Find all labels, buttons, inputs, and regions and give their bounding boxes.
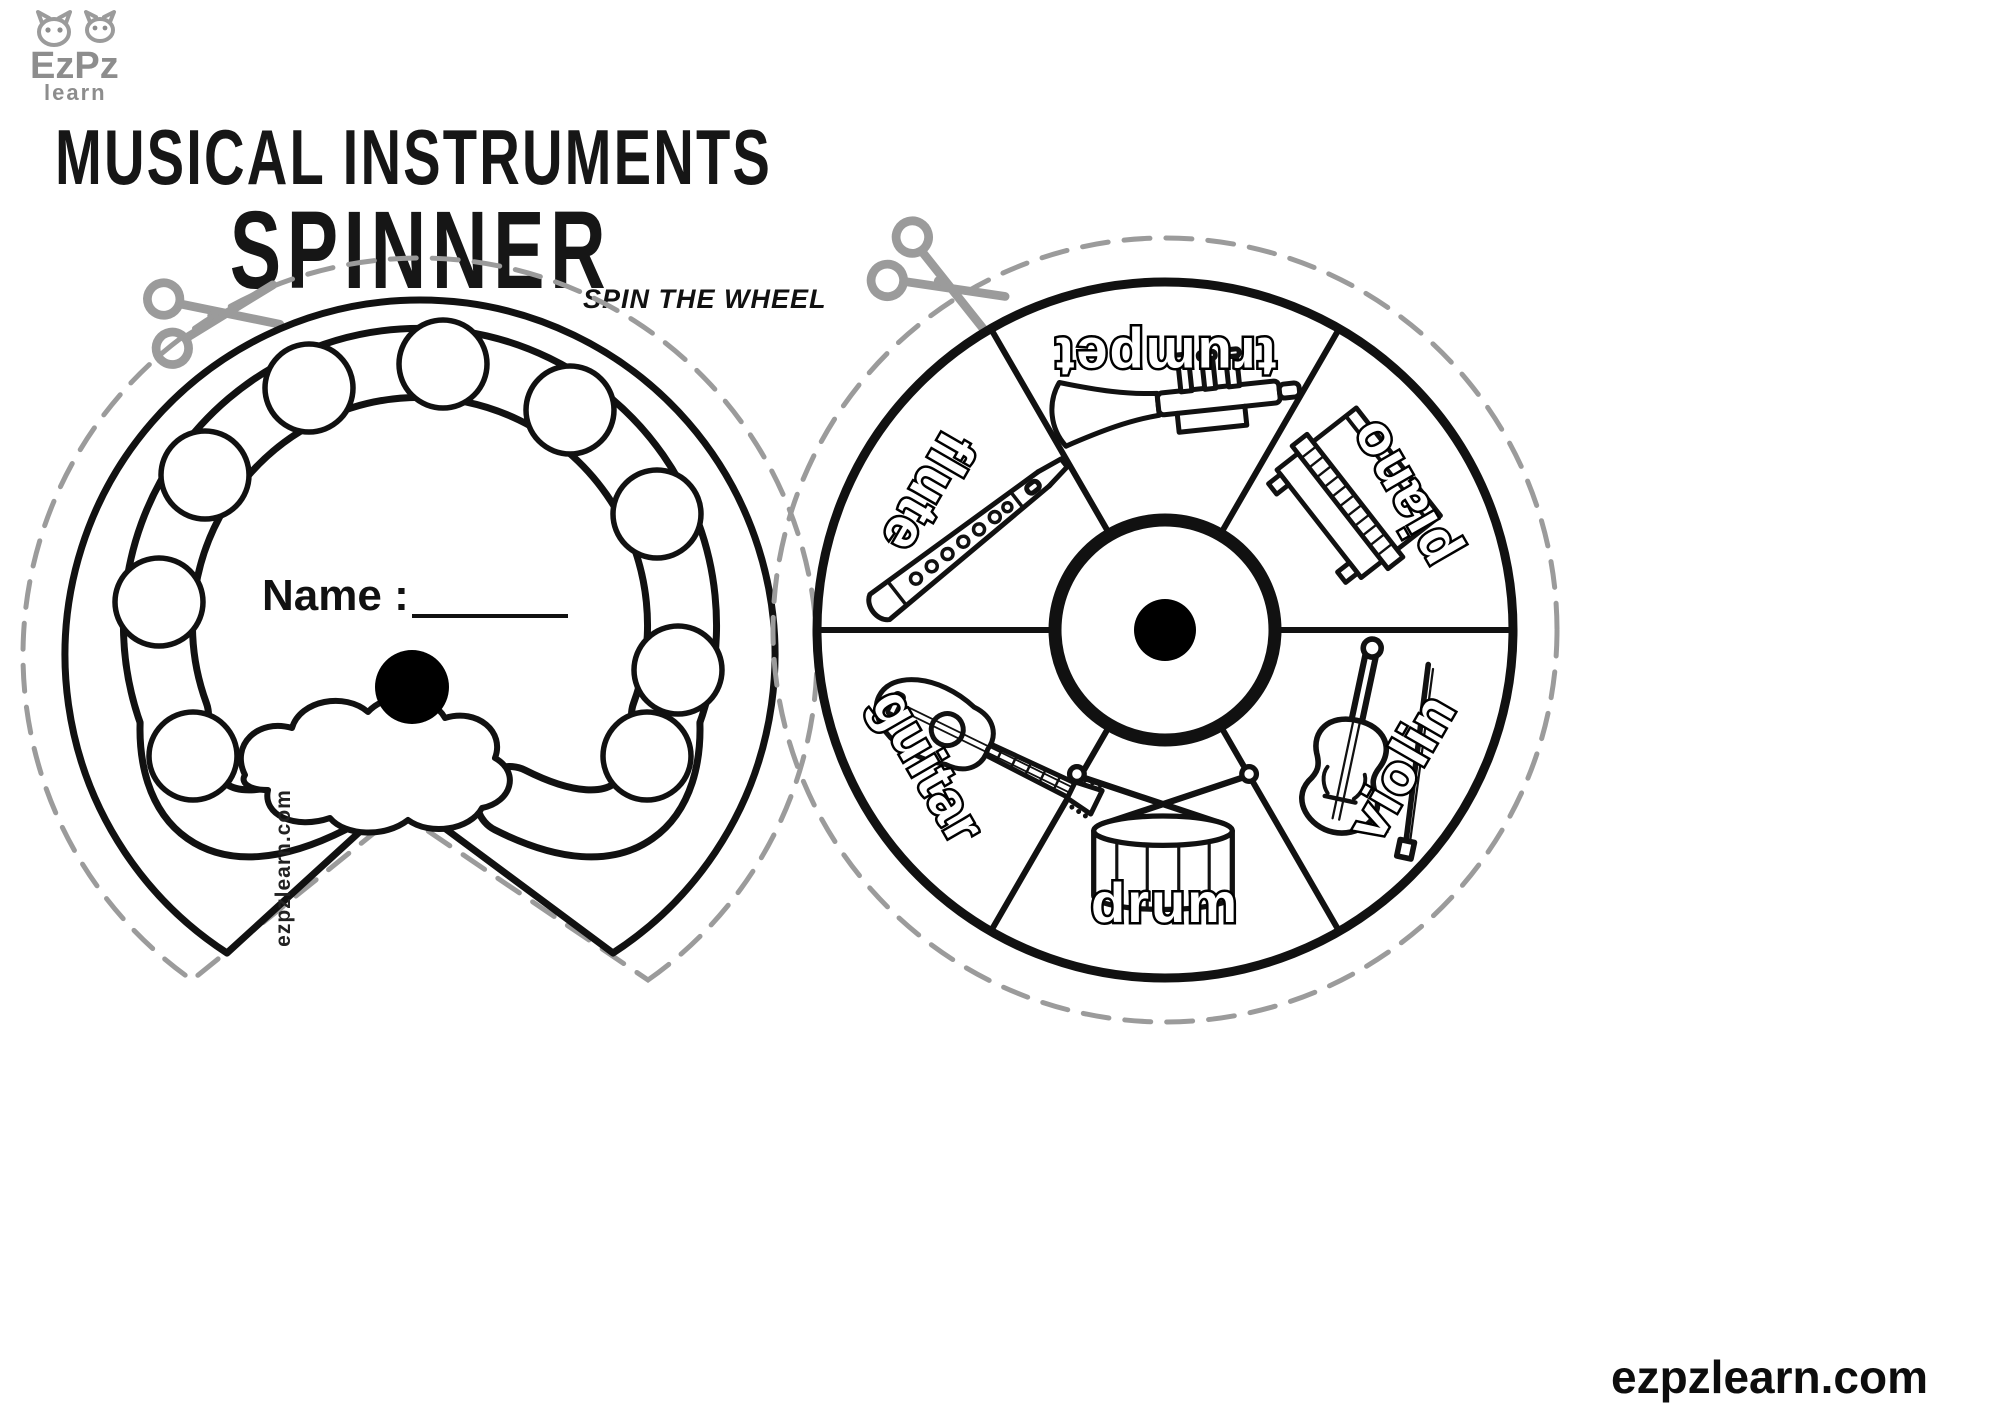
tambourine-jingle [631,623,725,717]
tambourine-illustration [112,317,725,861]
name-label: Name : [262,571,409,620]
tambourine-jingle [523,363,617,457]
sector-label-trumpet: trumpet [1054,326,1276,389]
piano-illustration [1266,405,1443,585]
sector-dividers [817,327,1513,933]
scissors-icon-right [866,216,1010,336]
owl-icon [84,10,116,43]
sector-divider [988,327,1113,537]
logo-text-ezpz: EzPz [30,45,119,87]
tambourine-jingle [396,317,490,411]
tambourine-jingle [610,467,704,561]
tambourine-jingle [158,428,252,522]
logo: EzPz learn [30,10,119,105]
spinner-cover: Name : ezpzlearn.com [20,255,820,984]
spinner-pivot-dot [375,650,449,724]
page-subtitle-wrap: SPINNER [60,196,780,306]
logo-text-learn: learn [44,80,107,105]
drum-illustration [1066,764,1260,913]
sector-divider [988,723,1113,933]
spinner-wheel: trumpet piano violin drum guitar flute [770,235,1560,1025]
sector-divider [1217,327,1342,537]
tambourine-jingle [112,555,206,649]
scissors-icon-left [143,278,285,369]
tambourine-jingle [262,341,356,435]
owl-icon [36,10,72,47]
tambourine-jingle [600,709,694,803]
violin-illustration [1299,636,1435,862]
cover-watermark: ezpzlearn.com [272,789,295,947]
page-subtitle: SPINNER [229,189,611,312]
tambourine-handle [237,694,513,836]
wheel-hub-dot [1134,599,1196,661]
footer-website: ezpzlearn.com [1611,1351,1928,1403]
cover-cut-line [20,255,820,984]
tambourine-jingle [146,709,240,803]
guitar-illustration [873,677,1105,819]
sector-divider [1217,723,1342,933]
tagline: SPIN THE WHEEL [583,284,827,314]
wheel-cut-line [770,235,1560,1025]
flute-illustration [866,456,1070,623]
page-title: MUSICAL INSTRUMENTS [55,113,773,201]
sector-label-drum: drum [1091,871,1239,934]
trumpet-illustration [1049,346,1303,449]
